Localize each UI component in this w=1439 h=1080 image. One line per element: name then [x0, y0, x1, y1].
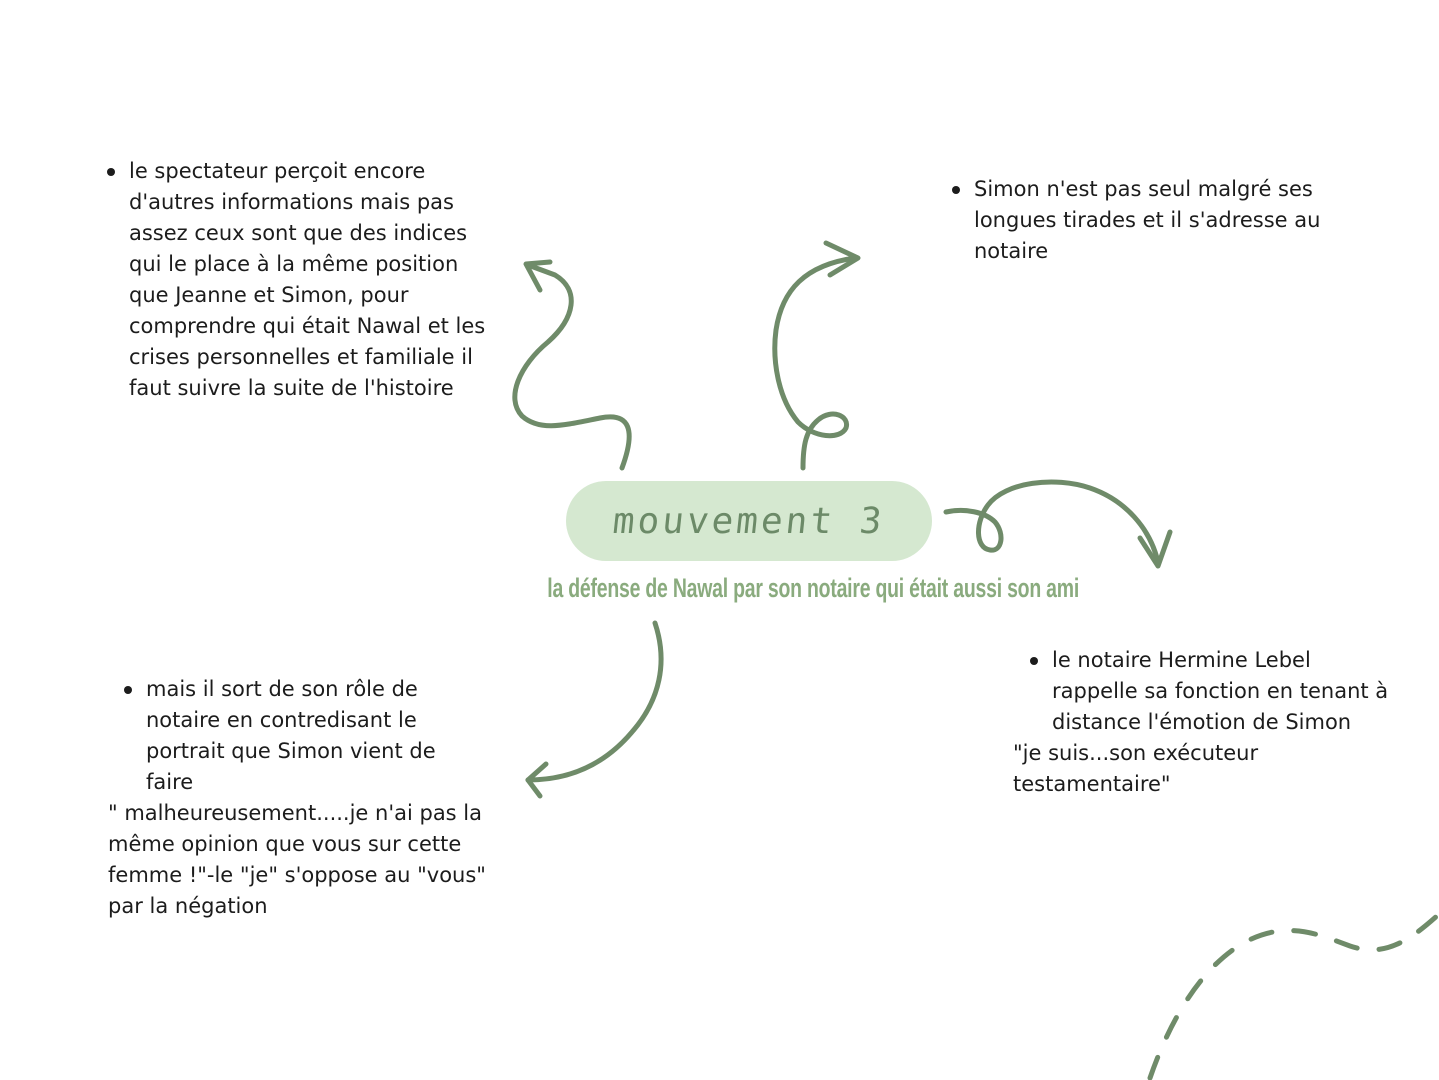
note-bottom-left: mais il sort de son rôle de notaire en c… [108, 674, 488, 922]
arrow-top-right-head [823, 240, 861, 278]
arrow-right [943, 479, 1161, 565]
note-bottom-right: le notaire Hermine Lebel rappelle sa fon… [1013, 645, 1403, 800]
note-bottom-right-quote: "je suis...son exécuteur testamentaire" [1013, 741, 1259, 796]
note-top-right: Simon n'est pas seul malgré ses longues … [952, 174, 1334, 267]
central-node: mouvement 3 [566, 481, 932, 561]
central-title: mouvement 3 [611, 500, 887, 542]
arrow-top-left [512, 262, 632, 471]
note-top-right-bullet: Simon n'est pas seul malgré ses longues … [952, 174, 1334, 267]
dashed-curve [1147, 912, 1439, 1080]
note-top-left-bullet: le spectateur perçoit encore d'autres in… [107, 156, 489, 404]
note-bottom-left-quote: " malheureusement.....je n'ai pas la mêm… [108, 801, 486, 918]
arrow-top-right [772, 255, 858, 471]
arrow-bottom-left-head [525, 761, 549, 799]
note-bottom-left-bullet: mais il sort de son rôle de notaire en c… [124, 674, 446, 798]
arrow-right-head [1137, 529, 1173, 569]
central-subtitle: la défense de Nawal par son notaire qui … [547, 573, 1080, 603]
arrow-top-left-head [523, 259, 553, 293]
note-bottom-right-bullet: le notaire Hermine Lebel rappelle sa fon… [1030, 645, 1402, 738]
arrow-bottom-left [525, 620, 664, 783]
note-top-left: le spectateur perçoit encore d'autres in… [107, 156, 489, 404]
